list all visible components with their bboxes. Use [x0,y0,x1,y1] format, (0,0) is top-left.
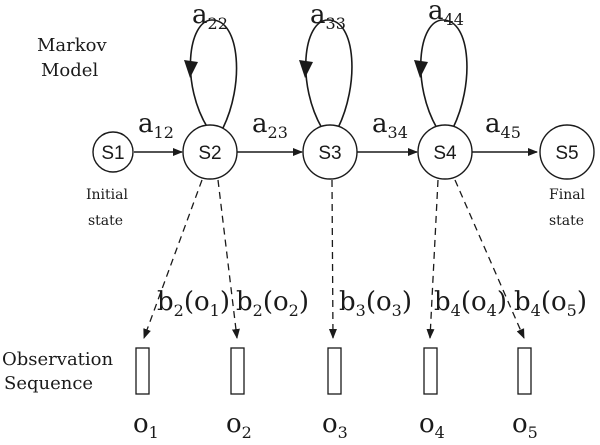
emission-label-b3o3: b3(o3) [339,287,412,320]
state-s1: S1 [92,131,134,173]
observation-box-o1 [135,347,150,395]
emission-s4-o5 [454,179,525,339]
loop-label-s4: a44 [428,0,464,29]
observation-label-o1: o1 [133,409,159,442]
model-label-line1: Markov [37,35,108,56]
loop-label-s2: a22 [192,0,228,33]
initial-note-line2: state [88,213,123,229]
observation-label-line2: Sequence [4,373,93,394]
loop-arrowhead-s3 [299,60,313,78]
state-label-s3: S3 [318,143,341,164]
state-s2: S2 [182,124,238,180]
final-note-line2: state [549,213,584,229]
state-s3: S3 [302,124,358,180]
loop-arrowhead-s2 [184,60,198,78]
final-note-line1: Final [549,187,586,203]
emission-label-b2o1: b2(o1) [157,287,230,320]
observation-label-line1: Observation [2,349,114,370]
model-label-line2: Model [41,60,98,81]
observation-label-o2: o2 [226,409,252,442]
self-loop-s2 [189,19,238,131]
observation-box-o5 [517,347,532,395]
state-label-s1: S1 [101,143,124,164]
loop-label-s3: a33 [310,0,346,33]
emission-s2-o2 [217,179,240,339]
observation-box-o3 [327,347,342,395]
initial-note-line1: Initial [86,187,128,203]
self-loop-s4 [420,19,468,131]
emission-s3-o3 [328,179,337,339]
state-s4: S4 [417,124,473,180]
observation-label-o5: o5 [512,409,538,442]
transition-label-a34: a34 [372,109,408,142]
observation-box-o2 [230,347,245,395]
emission-s2-o1 [143,179,203,339]
emission-label-b4o4: b4(o4) [434,287,507,320]
transition-label-a23: a23 [252,109,288,142]
state-s5: S5 [539,124,595,180]
transition-label-a45: a45 [485,109,521,142]
self-loop-s3 [305,19,353,131]
observation-label-o3: o3 [322,409,348,442]
loop-arrowhead-s4 [414,60,428,78]
emission-label-b4o5: b4(o5) [514,287,587,320]
emission-label-b2o2: b2(o2) [236,287,309,320]
state-label-s2: S2 [198,143,221,164]
state-label-s5: S5 [555,143,578,164]
transition-label-a12: a12 [138,109,174,142]
observation-box-o4 [423,347,438,395]
emission-s4-o4 [426,179,439,339]
observation-label-o4: o4 [419,409,445,442]
state-label-s4: S4 [433,143,457,164]
